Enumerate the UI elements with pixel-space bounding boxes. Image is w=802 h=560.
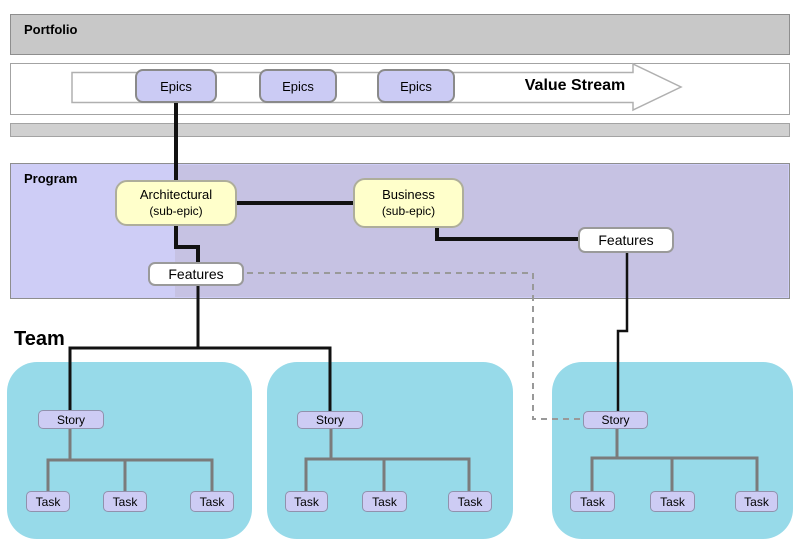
task-box-2-3: Task bbox=[448, 491, 492, 512]
architectural-subtitle: (sub-epic) bbox=[149, 203, 203, 218]
architectural-subepic-box: Architectural (sub-epic) bbox=[115, 180, 237, 226]
program-label: Program bbox=[24, 171, 78, 186]
team-label: Team bbox=[14, 328, 65, 350]
architectural-title: Architectural bbox=[139, 187, 213, 203]
business-title: Business bbox=[382, 187, 435, 203]
epic-box-1: Epics bbox=[135, 69, 217, 103]
task-box-1-1: Task bbox=[26, 491, 70, 512]
epic-box-3: Epics bbox=[377, 69, 455, 103]
features-box-left: Features bbox=[148, 262, 244, 286]
task-box-2-1: Task bbox=[285, 491, 328, 512]
task-box-2-2: Task bbox=[362, 491, 407, 512]
task-box-3-1: Task bbox=[570, 491, 615, 512]
business-subepic-box: Business (sub-epic) bbox=[353, 178, 464, 228]
story-box-3: Story bbox=[583, 411, 648, 429]
task-box-1-2: Task bbox=[103, 491, 147, 512]
task-box-3-2: Task bbox=[650, 491, 695, 512]
portfolio-label: Portfolio bbox=[24, 22, 78, 37]
epic-box-2: Epics bbox=[259, 69, 337, 103]
story-box-1: Story bbox=[38, 410, 104, 429]
team-container-1 bbox=[7, 362, 252, 539]
task-box-1-3: Task bbox=[190, 491, 234, 512]
story-box-2: Story bbox=[297, 411, 363, 429]
business-subtitle: (sub-epic) bbox=[381, 203, 436, 218]
team-container-3 bbox=[552, 362, 793, 539]
portfolio-band-footer bbox=[10, 123, 790, 137]
features-box-right: Features bbox=[578, 227, 674, 253]
value-stream-label: Value Stream bbox=[524, 77, 626, 94]
portfolio-band-header: Portfolio bbox=[10, 14, 790, 55]
team-container-2 bbox=[267, 362, 513, 539]
task-box-3-3: Task bbox=[735, 491, 778, 512]
